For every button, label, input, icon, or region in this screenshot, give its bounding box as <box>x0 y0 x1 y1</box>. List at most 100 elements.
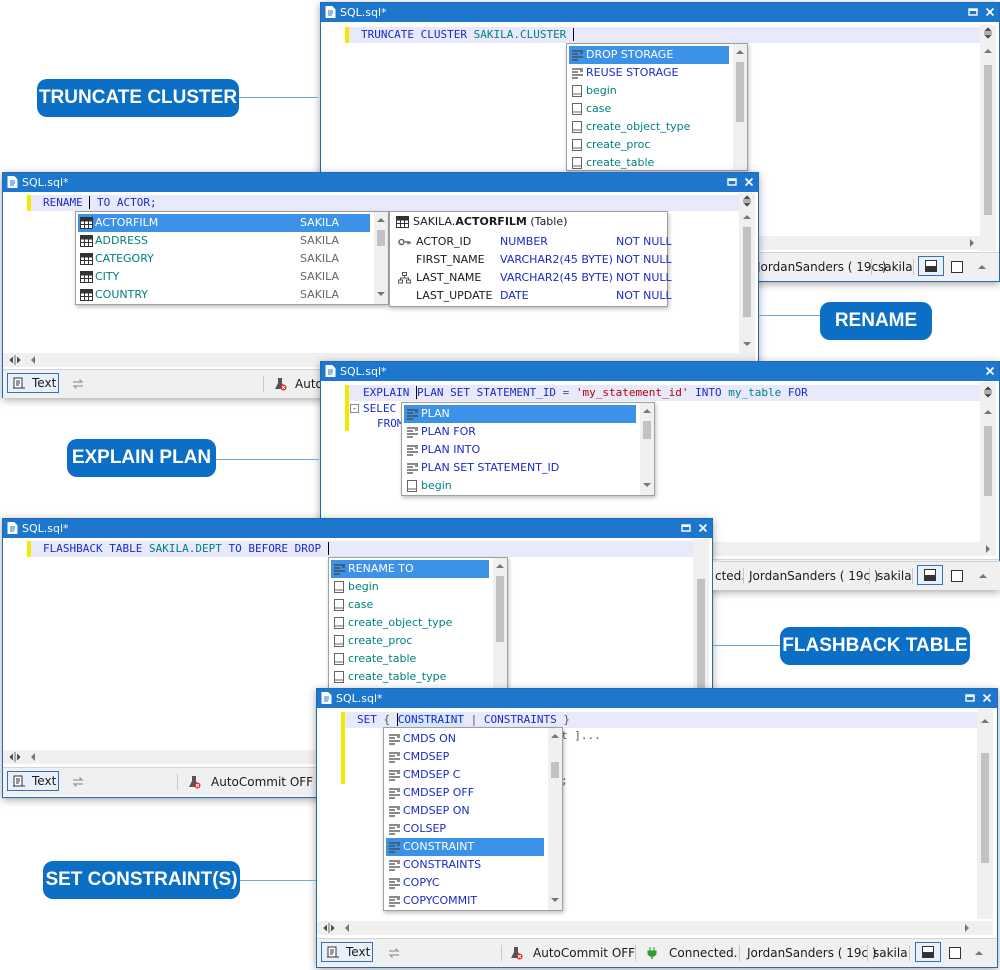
popup-scrollbar[interactable] <box>374 212 388 304</box>
layout-box-icon[interactable] <box>948 946 962 960</box>
autocomplete-item[interactable]: PLAN INTO <box>404 441 636 459</box>
swap-icon[interactable] <box>71 775 85 789</box>
code-line-3[interactable]: ; <box>561 774 568 787</box>
scroll-thumb[interactable] <box>377 230 385 246</box>
autocomplete-item[interactable]: CMDS ON <box>386 730 544 748</box>
horizontal-scrollbar[interactable] <box>317 921 993 935</box>
text-mode-button[interactable]: Text <box>7 373 59 393</box>
horizontal-scrollbar[interactable] <box>741 236 980 250</box>
toggle-panel-button[interactable] <box>918 256 944 276</box>
fold-toggle-icon[interactable]: - <box>350 404 359 413</box>
scroll-down-icon[interactable] <box>741 338 753 350</box>
status-schema[interactable]: sakila <box>877 569 912 583</box>
scroll-thumb[interactable] <box>743 227 751 317</box>
autocomplete-item[interactable]: PLAN SET STATEMENT_ID <box>404 459 636 477</box>
split-icon[interactable] <box>982 386 994 398</box>
popup-scrollbar[interactable] <box>640 403 654 495</box>
scroll-thumb[interactable] <box>984 65 992 215</box>
autocomplete-item[interactable]: COPYCOMMIT <box>386 892 544 910</box>
swap-icon[interactable] <box>387 946 401 960</box>
split-icon[interactable] <box>982 27 994 39</box>
scroll-up-icon[interactable] <box>375 214 387 226</box>
restore-icon[interactable] <box>679 521 693 535</box>
layout-box-icon[interactable] <box>950 260 964 274</box>
scroll-thumb[interactable] <box>643 421 651 439</box>
scroll-up-icon[interactable] <box>549 730 561 742</box>
autocomplete-item[interactable]: CONSTRAINTS <box>386 856 544 874</box>
horizontal-scrollbar[interactable] <box>701 542 996 556</box>
autocommit-icon[interactable] <box>273 377 287 391</box>
autocomplete-item[interactable]: CMDSEP OFF <box>386 784 544 802</box>
scroll-thumb[interactable] <box>736 62 744 122</box>
autocomplete-item[interactable]: COPYC <box>386 874 544 892</box>
scroll-up-icon[interactable] <box>982 45 994 57</box>
swap-icon[interactable] <box>71 377 85 391</box>
autocomplete-item[interactable]: CONSTRAINT <box>386 838 544 856</box>
scroll-up-icon[interactable] <box>734 46 746 58</box>
scroll-up-icon[interactable] <box>979 715 991 727</box>
close-icon[interactable] <box>742 175 756 189</box>
expand-up-icon[interactable] <box>977 570 989 582</box>
horizontal-split-icon[interactable] <box>9 751 21 763</box>
autocomplete-item[interactable]: RENAME TO <box>331 560 489 578</box>
scroll-down-icon[interactable] <box>375 288 387 300</box>
popup-scrollbar[interactable] <box>548 728 562 910</box>
scroll-thumb[interactable] <box>551 762 559 778</box>
autocomplete-item[interactable]: create_proc <box>569 136 729 154</box>
scroll-left-icon[interactable] <box>341 922 353 934</box>
autocomplete-item[interactable]: PLAN FOR <box>404 423 636 441</box>
status-autocommit[interactable]: AutoCommit OFF <box>533 946 636 960</box>
status-schema[interactable]: sakila <box>873 946 908 960</box>
vertical-scrollbar[interactable] <box>980 382 996 542</box>
close-icon[interactable] <box>983 364 997 378</box>
status-autocommit[interactable]: AutoCommit OFF <box>211 775 314 789</box>
horizontal-split-icon[interactable] <box>9 354 21 366</box>
scroll-up-icon[interactable] <box>494 560 506 572</box>
code-line-1[interactable]: EXPLAIN PLAN SET STATEMENT_ID = 'my_stat… <box>363 386 808 399</box>
code-line[interactable]: RENAME ​ TO ACTOR; <box>43 196 157 209</box>
toggle-panel-button[interactable] <box>915 942 941 962</box>
autocomplete-item[interactable]: begin <box>404 477 636 495</box>
popup-scrollbar[interactable] <box>493 558 507 688</box>
autocomplete-item[interactable]: create_table <box>569 154 729 170</box>
expand-up-icon[interactable] <box>976 261 988 273</box>
autocommit-icon[interactable] <box>509 946 523 960</box>
status-autocommit[interactable]: Auto <box>295 377 323 391</box>
autocomplete-item[interactable]: begin <box>331 578 489 596</box>
code-line-1[interactable]: SET { CONSTRAINT | CONSTRAINTS } <box>357 713 570 726</box>
autocomplete-item[interactable]: PLAN <box>404 405 636 423</box>
text-mode-button[interactable]: Text <box>7 771 59 791</box>
split-icon[interactable] <box>741 195 753 207</box>
scroll-left-icon[interactable] <box>27 354 39 366</box>
scroll-right-icon[interactable] <box>966 237 978 249</box>
autocomplete-item[interactable]: case <box>331 596 489 614</box>
autocomplete-item[interactable]: create_proc <box>331 632 489 650</box>
autocomplete-item[interactable]: create_object_type <box>331 614 489 632</box>
status-schema[interactable]: sakila <box>878 260 913 274</box>
code-line[interactable]: FLASHBACK TABLE SAKILA.DEPT TO BEFORE DR… <box>43 541 329 557</box>
restore-icon[interactable] <box>966 5 980 19</box>
scroll-right-icon[interactable] <box>982 543 994 555</box>
autocomplete-item[interactable]: case <box>569 100 729 118</box>
toggle-panel-button[interactable] <box>917 565 943 585</box>
scroll-thumb[interactable] <box>697 579 705 699</box>
scroll-down-icon[interactable] <box>641 479 653 491</box>
close-icon[interactable] <box>980 691 994 705</box>
layout-box-icon[interactable] <box>950 569 964 583</box>
scroll-thumb[interactable] <box>496 576 504 642</box>
autocomplete-item[interactable]: DROP STORAGE <box>569 46 729 64</box>
autocomplete-item[interactable]: begin <box>569 82 729 100</box>
autocomplete-item[interactable]: COLSEP <box>386 820 544 838</box>
code-line-2[interactable]: t ]... <box>561 729 601 742</box>
vertical-scrollbar[interactable] <box>980 25 996 251</box>
autocomplete-item[interactable]: CMDSEP C <box>386 766 544 784</box>
expand-up-icon[interactable] <box>973 947 985 959</box>
restore-icon[interactable] <box>725 175 739 189</box>
scroll-thumb[interactable] <box>984 426 992 496</box>
